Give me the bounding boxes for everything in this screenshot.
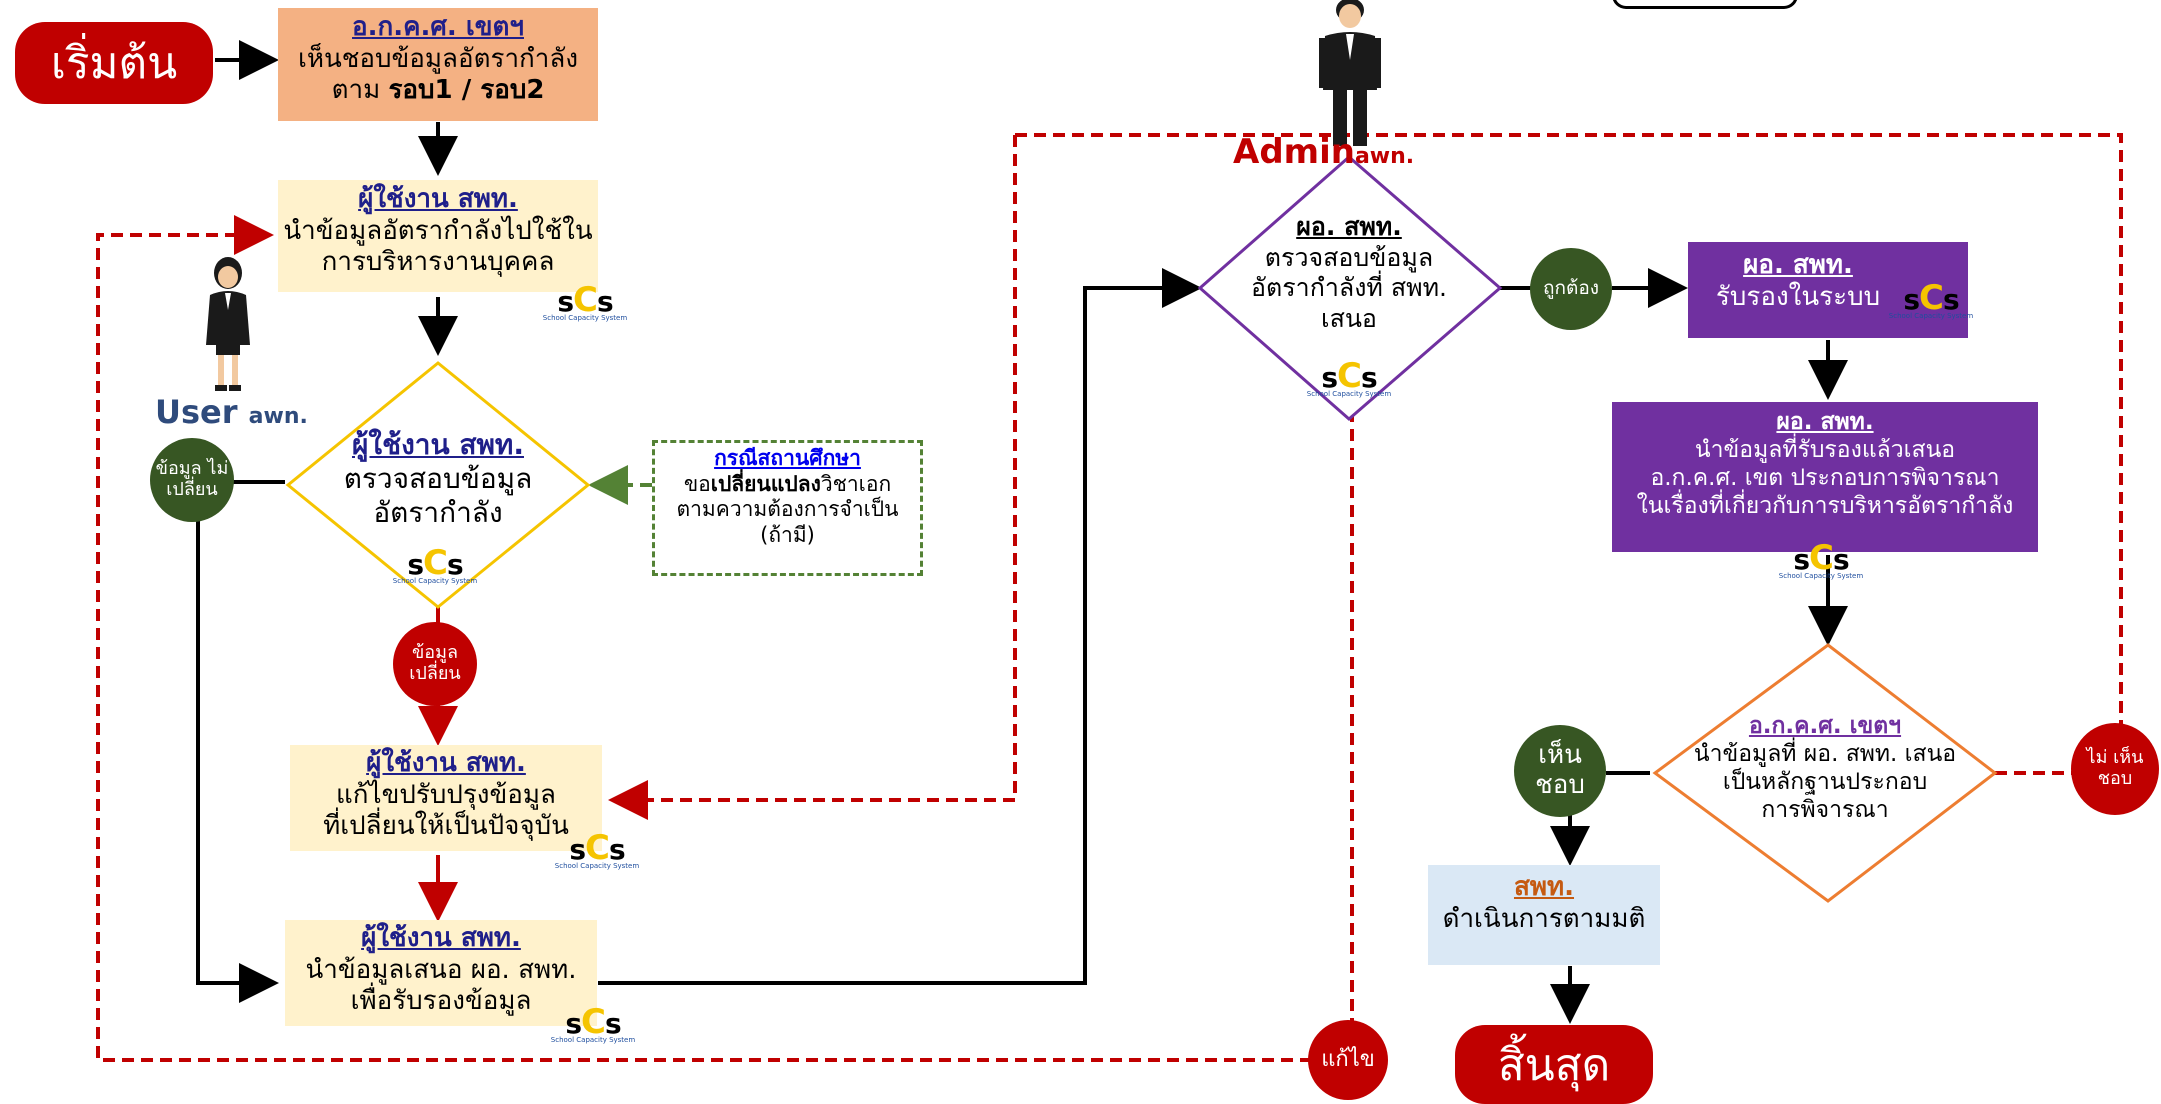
correct-circle: ถูกต้อง: [1530, 248, 1612, 330]
note-line2: ตามความต้องการจำเป็น: [676, 497, 899, 522]
committee-approve-box: [278, 8, 598, 121]
d1-line2: อัตรากำลัง: [373, 496, 503, 530]
scs-logo: sCs School Capacity System: [554, 828, 640, 870]
d3-line2: เป็นหลักฐานประกอบ: [1722, 769, 1928, 796]
box3-line1: แก้ไขปรับปรุงข้อมูล: [336, 779, 556, 810]
user-role-b: awn.: [248, 404, 308, 429]
decision-committee: [1652, 643, 1998, 903]
note-title: กรณีสถานศึกษา: [714, 446, 861, 470]
note-line1a: ขอ: [683, 471, 711, 496]
box3-line2: ที่เปลี่ยนให้เป็นปัจจุบัน: [323, 811, 569, 842]
d2-line3: เสนอ: [1321, 303, 1377, 333]
disapprove-label: ไม่ เห็นชอบ: [2086, 747, 2144, 789]
d1-title: ผู้ใช้งาน สพท.: [351, 428, 524, 461]
act-on-resolution-box: [1428, 865, 1660, 965]
user-apply-box: [278, 180, 598, 292]
scs-logo: sCs School Capacity System: [392, 543, 478, 585]
male-admin-icon: [1319, 0, 1381, 146]
user-apply-text: ผู้ใช้งาน สพท. นำข้อมูลอัตรากำลังไปใช้ใน…: [262, 184, 614, 279]
d3-line3: การพิจารณา: [1761, 797, 1889, 824]
box3-title: ผู้ใช้งาน สพท.: [366, 748, 526, 778]
top-right-partial-shape: [1612, 0, 1798, 9]
director-certify-text: ผอ. สพท. รับรองในระบบ: [1688, 250, 1908, 313]
note-text: กรณีสถานศึกษา ขอเปลี่ยนแปลงวิชาเอก ตามคว…: [652, 446, 923, 548]
correct-label: ถูกต้อง: [1542, 277, 1600, 300]
unchanged-circle: ข้อมูล ไม่เปลี่ยน: [150, 438, 234, 522]
box4-line2: เพื่อรับรองข้อมูล: [350, 986, 532, 1017]
note-line3: (ถ้ามี): [760, 522, 815, 547]
unchanged-label: ข้อมูล ไม่เปลี่ยน: [155, 458, 229, 500]
admin-role-b: awn.: [1354, 144, 1415, 169]
act-on-resolution-text: สพท. ดำเนินการตามมติ: [1428, 872, 1660, 935]
scs-logo: sCs School Capacity System: [1306, 356, 1392, 398]
approve-label: เห็น ชอบ: [1535, 740, 1585, 800]
director-propose-text: ผอ. สพท. นำข้อมูลที่รับรองแล้วเสนอ อ.ก.ค…: [1612, 408, 2038, 520]
female-user-icon: [206, 257, 250, 391]
decision2-text: ผอ. สพท. ตรวจสอบข้อมูล อัตรากำลังที่ สพท…: [1229, 212, 1469, 334]
box2-line1: นำข้อมูลอัตรากำลังไปใช้ใน: [283, 215, 593, 246]
box4-line1: นำข้อมูลเสนอ ผอ. สพท.: [305, 954, 577, 985]
d3-title: อ.ก.ค.ศ. เขตฯ: [1748, 713, 1902, 739]
box1-line2b: รอบ1 / รอบ2: [388, 75, 545, 106]
scs-logo: sCs School Capacity System: [1888, 278, 1974, 320]
box4-title: ผู้ใช้งาน สพท.: [361, 923, 521, 953]
note-line1b: เปลี่ยนแปลง: [710, 471, 821, 496]
box6-line2: อ.ก.ค.ศ. เขต ประกอบการพิจารณา: [1650, 465, 2000, 492]
scs-logo: sCs School Capacity System: [550, 1002, 636, 1044]
box6-line3: ในเรื่องที่เกี่ยวกับการบริหารอัตรากำลัง: [1636, 493, 2014, 520]
box1-line1: เห็นชอบข้อมูลอัตรากำลัง: [297, 43, 579, 74]
changed-label: ข้อมูล เปลี่ยน: [409, 642, 461, 684]
d2-title: ผอ. สพท.: [1296, 212, 1402, 241]
end-terminal: สิ้นสุด: [1455, 1025, 1653, 1104]
box1-line2a: ตาม: [331, 75, 389, 106]
note-line1c: วิชาเอก: [820, 471, 892, 496]
changed-circle: ข้อมูล เปลี่ยน: [393, 622, 477, 706]
box7-line1: ดำเนินการตามมติ: [1442, 903, 1646, 934]
box1-title: อ.ก.ค.ศ. เขตฯ: [352, 12, 524, 42]
user-update-text: ผู้ใช้งาน สพท. แก้ไขปรับปรุงข้อมูล ที่เป…: [290, 748, 602, 843]
scs-logo: sCs School Capacity System: [1778, 538, 1864, 580]
box6-title: ผอ. สพท.: [1776, 409, 1874, 435]
user-role-label: User awn.: [155, 393, 308, 431]
admin-role-a: Admin: [1233, 132, 1355, 172]
user-submit-box: [285, 920, 597, 1026]
start-label: เริ่มต้น: [50, 38, 178, 89]
decision-director-check: [1197, 155, 1503, 421]
admin-role-label: Adminawn.: [1233, 132, 1414, 172]
d2-line2: อัตรากำลังที่ สพท.: [1250, 273, 1447, 302]
approve-circle: เห็น ชอบ: [1514, 725, 1606, 817]
d1-line1: ตรวจสอบข้อมูล: [343, 462, 533, 496]
decision3-text: อ.ก.ค.ศ. เขตฯ นำข้อมูลที่ ผอ. สพท. เสนอ …: [1675, 712, 1975, 824]
d3-line1: นำข้อมูลที่ ผอ. สพท. เสนอ: [1693, 741, 1957, 768]
box5-line1: รับรองในระบบ: [1715, 281, 1881, 312]
scs-logo: sCs School Capacity System: [542, 280, 628, 322]
box2-line2: การบริหารงานบุคคล: [321, 247, 555, 278]
fix-label: แก้ไข: [1321, 1047, 1375, 1073]
box2-title: ผู้ใช้งาน สพท.: [358, 184, 518, 214]
director-propose-box: [1612, 402, 2038, 552]
end-label: สิ้นสุด: [1497, 1039, 1611, 1091]
start-terminal: เริ่มต้น: [15, 22, 213, 104]
box5-title: ผอ. สพท.: [1743, 250, 1853, 280]
d2-line1: ตรวจสอบข้อมูล: [1264, 242, 1434, 272]
user-role-a: User: [155, 393, 238, 431]
user-update-box: [290, 745, 602, 851]
director-certify-box: [1688, 242, 1968, 338]
box7-title: สพท.: [1513, 872, 1575, 902]
decision1-text: ผู้ใช้งาน สพท. ตรวจสอบข้อมูล อัตรากำลัง: [318, 428, 558, 530]
disapprove-circle: ไม่ เห็นชอบ: [2071, 723, 2159, 815]
decision-check-rates: [285, 361, 591, 609]
committee-approve-text: อ.ก.ค.ศ. เขตฯ เห็นชอบข้อมูลอัตรากำลัง ตา…: [278, 12, 598, 107]
box6-line1: นำข้อมูลที่รับรองแล้วเสนอ: [1694, 437, 1956, 464]
school-case-note: [652, 440, 923, 576]
fix-circle: แก้ไข: [1308, 1020, 1388, 1100]
user-submit-text: ผู้ใช้งาน สพท. นำข้อมูลเสนอ ผอ. สพท. เพื…: [285, 923, 597, 1018]
